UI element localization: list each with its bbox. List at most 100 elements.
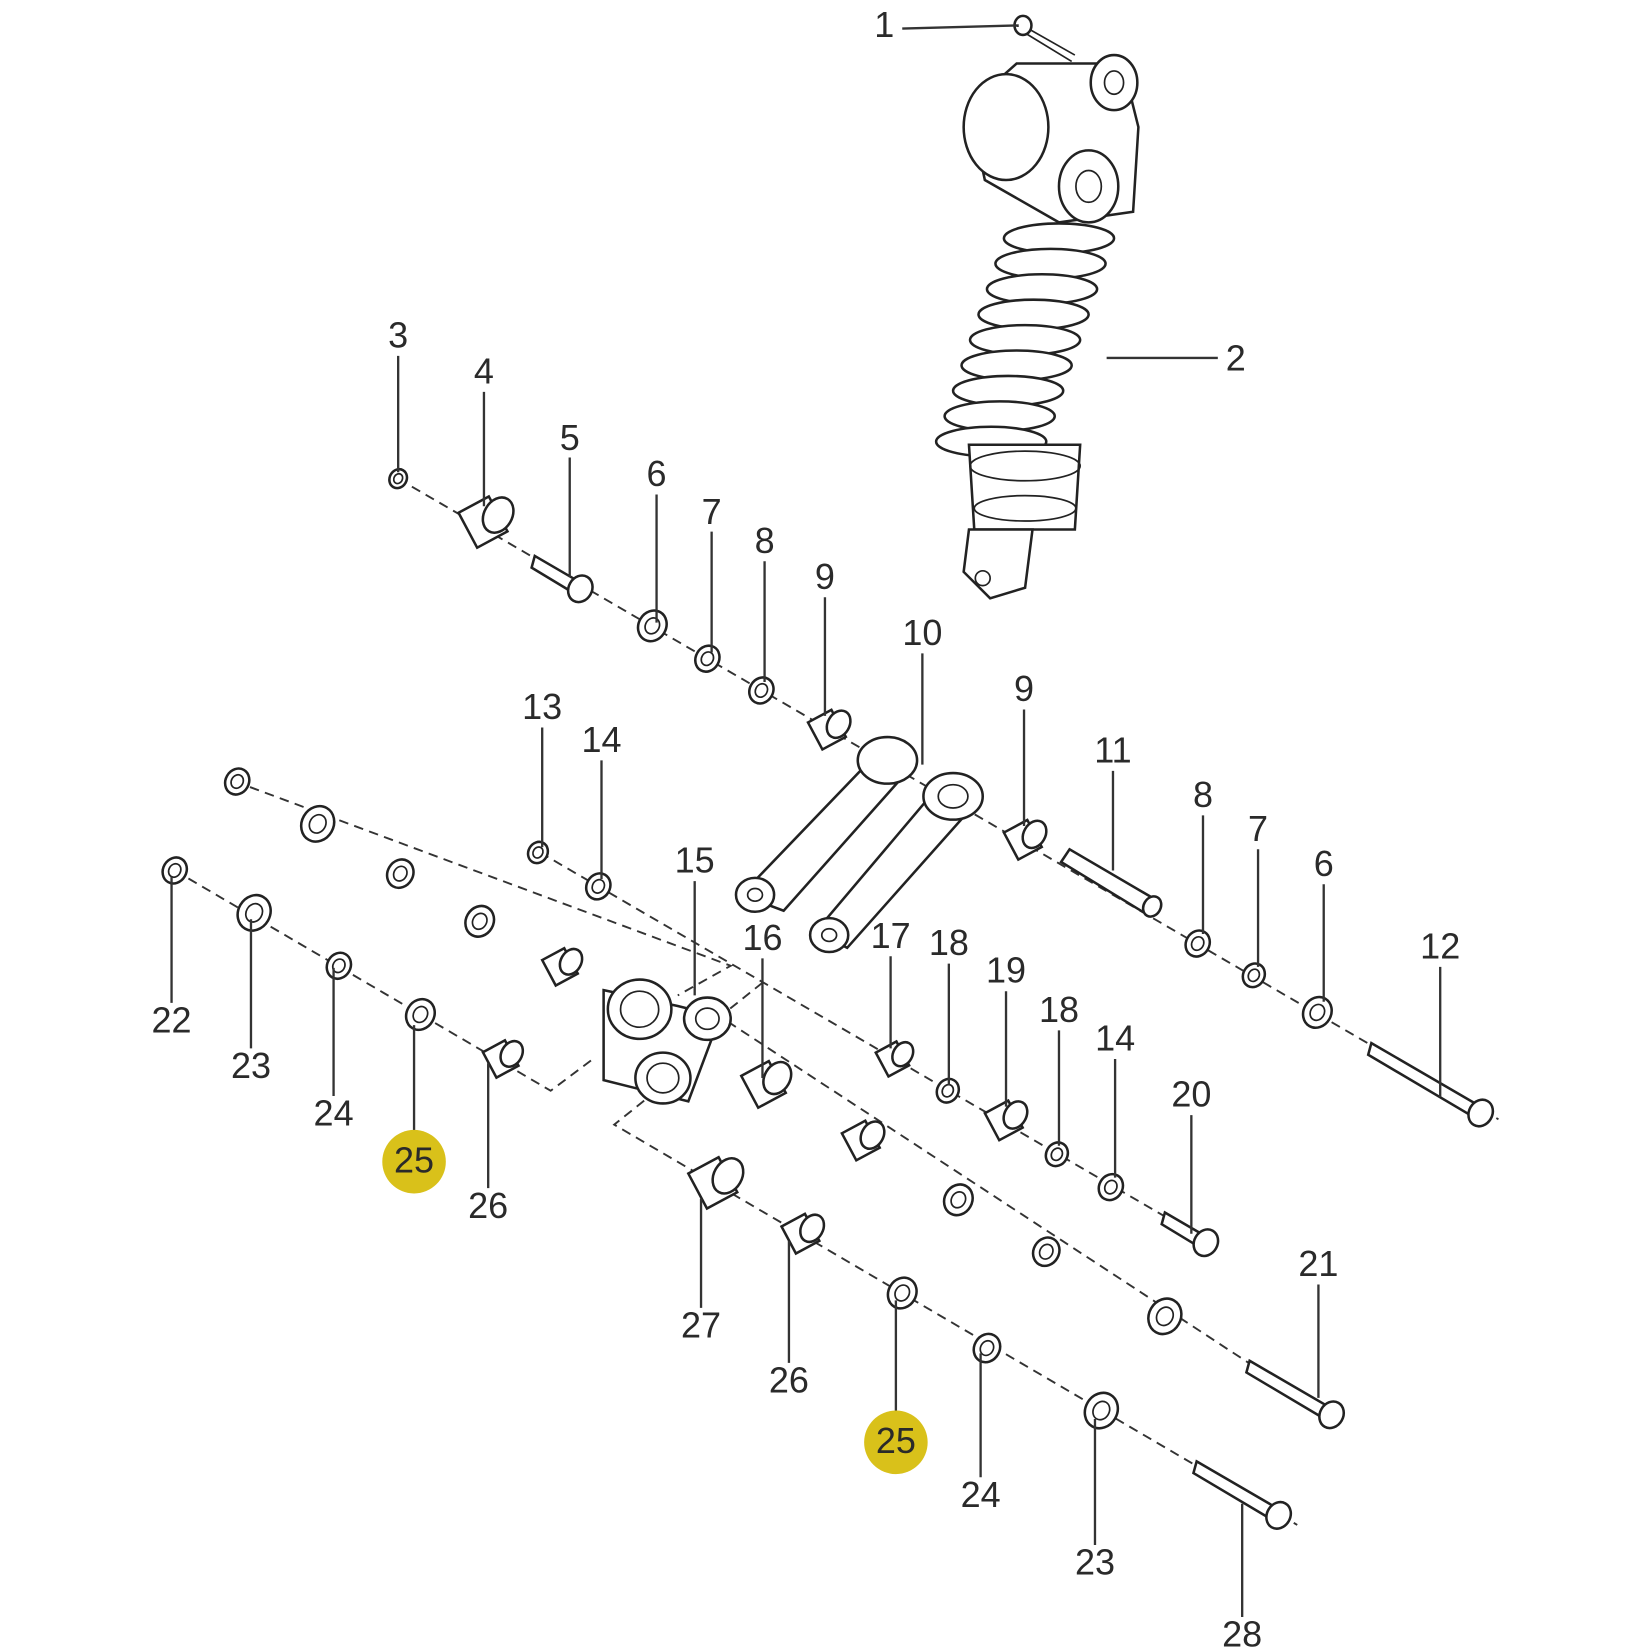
callout-6: 6: [647, 453, 667, 623]
callout-label: 22: [152, 999, 192, 1040]
callout-label: 1: [874, 4, 894, 45]
part-bush: [779, 1212, 826, 1256]
callout-14: 14: [581, 719, 622, 879]
callout-label: 14: [581, 719, 621, 760]
part-washer: [1083, 1391, 1120, 1430]
callout-7: 7: [702, 491, 722, 653]
callout-10: 10: [902, 612, 942, 765]
callout-15: 15: [675, 840, 715, 996]
callout-label: 10: [902, 612, 942, 653]
callout-label: 6: [647, 453, 667, 494]
callout-24: 24: [961, 1353, 1001, 1515]
callout-21: 21: [1298, 1243, 1338, 1398]
callout-label: 13: [522, 686, 562, 727]
callout-label: 9: [1014, 668, 1034, 709]
callout-label: 7: [1248, 808, 1268, 849]
callout-17: 17: [871, 915, 911, 1049]
callout-23: 23: [231, 919, 271, 1086]
part-washer: [942, 1183, 974, 1217]
callout-label: 8: [755, 520, 775, 561]
axis-right-upper: [718, 981, 1335, 1420]
part-washer: [636, 609, 668, 643]
callout-label: 15: [675, 840, 715, 881]
small-parts: [161, 467, 1495, 1530]
callout-label: 4: [474, 350, 494, 391]
part-longbolt: [1366, 1041, 1495, 1128]
part-bush: [456, 494, 515, 550]
rocker: [602, 978, 732, 1105]
callout-label: 27: [681, 1304, 721, 1345]
part-washer: [748, 676, 775, 705]
axis-middle: [539, 851, 1208, 1242]
callout-label: 14: [1095, 1017, 1135, 1058]
callout-label: 18: [929, 922, 969, 963]
callout-label: 21: [1298, 1243, 1338, 1284]
callout-28: 28: [1222, 1503, 1262, 1652]
part-washer: [325, 951, 353, 981]
callout-3: 3: [388, 314, 408, 473]
callout-16: 16: [742, 917, 782, 1079]
callout-8: 8: [755, 520, 775, 682]
callout-1: 1: [874, 4, 1019, 45]
callout-label: 17: [871, 915, 911, 956]
callout-label: 12: [1420, 925, 1460, 966]
callout-26: 26: [769, 1241, 809, 1401]
part-bush: [983, 1098, 1029, 1142]
callout-5: 5: [560, 417, 580, 578]
part-bush: [481, 1038, 525, 1080]
part-bush: [806, 708, 852, 752]
callout-label: 28: [1222, 1614, 1262, 1652]
callout-4: 4: [474, 350, 494, 507]
part-washer: [1301, 995, 1333, 1029]
callout-label: 6: [1314, 843, 1334, 884]
part-washer: [1097, 1172, 1125, 1202]
part-longbolt2: [1244, 1358, 1346, 1430]
callout-6: 6: [1314, 843, 1334, 1002]
part-washer: [935, 1077, 961, 1104]
part-bolt: [530, 554, 594, 604]
callout-26: 26: [468, 1063, 508, 1226]
callout-label: 23: [231, 1045, 271, 1086]
callout-label: 8: [1193, 774, 1213, 815]
callout-19: 19: [986, 950, 1026, 1107]
callout-9: 9: [815, 556, 835, 716]
callout-label: 26: [769, 1360, 809, 1401]
linkage-arms: [734, 735, 984, 954]
shock-absorber: [934, 14, 1140, 600]
callout-label: 9: [815, 556, 835, 597]
callout-25: 25: [864, 1300, 928, 1475]
part-bush: [1002, 818, 1048, 862]
callout-label: 5: [560, 417, 580, 458]
callout-label: 24: [961, 1474, 1001, 1515]
callout-20: 20: [1171, 1074, 1211, 1234]
axis-right-lower: [612, 1089, 1298, 1526]
part-washer: [1241, 962, 1267, 989]
part-washer: [1044, 1141, 1070, 1168]
part-bush: [874, 1039, 915, 1079]
part-washer: [464, 904, 496, 938]
part-washer: [236, 893, 272, 932]
part-washer: [299, 804, 336, 843]
assembly-axes: [174, 477, 1499, 1526]
part-bush: [739, 1059, 793, 1110]
callout-27: 27: [681, 1198, 721, 1345]
callout-18: 18: [929, 922, 969, 1086]
part-nut: [388, 467, 409, 490]
callout-label: 18: [1039, 989, 1079, 1030]
part-washer: [886, 1276, 918, 1310]
part-bush: [840, 1118, 886, 1163]
part-bush: [686, 1155, 745, 1211]
part-washer: [1147, 1297, 1183, 1336]
callout-label: 3: [388, 314, 408, 355]
callout-7: 7: [1248, 808, 1268, 967]
part-washer: [1031, 1236, 1061, 1268]
callout-label: 24: [314, 1093, 354, 1134]
part-washer: [385, 858, 415, 890]
part-pin: [1059, 847, 1163, 918]
callout-label: 26: [468, 1185, 508, 1226]
callout-22: 22: [152, 876, 192, 1040]
callout-label: 2: [1226, 338, 1246, 379]
axis-left-upper: [234, 780, 733, 997]
